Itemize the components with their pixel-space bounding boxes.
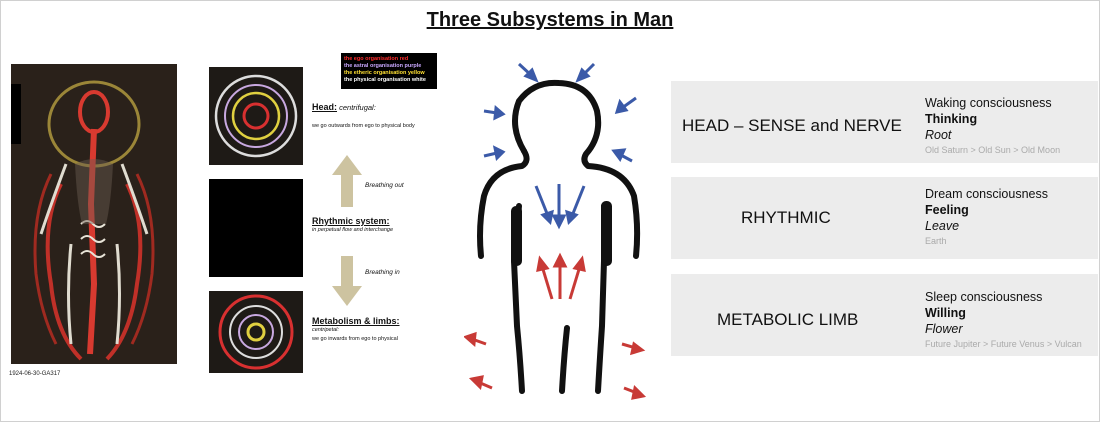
figure-drawing-image [11, 64, 177, 364]
metabolic-note: Metabolism & limbs: centripetal: we go i… [312, 317, 462, 344]
breathing-out-label: Breathing out [365, 182, 404, 189]
panel-metabolic-info: Sleep consciousness Willing Flower Futur… [925, 289, 1082, 351]
panel-metabolic-activity: Willing [925, 306, 966, 320]
rhythmic-description: in perpetual flow and interchange [312, 227, 394, 233]
head-qualifier: centrifugal: [339, 103, 376, 112]
panel-metabolic-plant: Flower [925, 322, 963, 336]
panel-head-name: HEAD – SENSE and NERVE [682, 116, 902, 135]
hands [511, 201, 612, 266]
panel-head-info: Waking consciousness Thinking Root Old S… [925, 95, 1060, 157]
panel-rhythmic-consciousness: Dream consciousness [925, 187, 1048, 201]
legend-line-physical: the physical organisation white [344, 77, 426, 83]
rhythmic-note: Rhythmic system: in perpetual flow and i… [312, 217, 462, 235]
panel-rhythmic-info: Dream consciousness Feeling Leave Earth [925, 186, 1048, 248]
panel-metabolic-name: METABOLIC LIMB [717, 310, 859, 329]
legend-line-astral: the astral organisation purple [344, 63, 422, 69]
panel-head: HEAD – SENSE and NERVE Waking consciousn… [671, 81, 1098, 163]
head-drawing [209, 67, 303, 165]
metabolic-drawing [209, 291, 303, 373]
panel-head-consciousness: Waking consciousness [925, 96, 1052, 110]
metabolic-description: we go inwards from ego to physical [312, 336, 398, 342]
panel-head-activity: Thinking [925, 112, 978, 126]
metabolic-qualifier: centripetal: [312, 327, 339, 333]
head-description: we go outwards from ego to physical body [312, 123, 415, 129]
rhythmic-heading: Rhythmic system: [312, 216, 390, 226]
legend-line-etheric: the etheric organisation yellow [344, 70, 425, 76]
head-note: Head: centrifugal: we go outwards from e… [312, 103, 462, 131]
breathing-in-arrow-icon [332, 256, 362, 306]
head-heading: Head: [312, 102, 338, 112]
panel-metabolic-consciousness: Sleep consciousness [925, 290, 1043, 304]
panel-rhythmic-evolution: Earth [925, 236, 947, 246]
body-outline [477, 79, 641, 394]
panel-metabolic: METABOLIC LIMB Sleep consciousness Willi… [671, 274, 1098, 356]
breathing-out-arrow-icon [332, 155, 362, 207]
panel-head-evolution: Old Saturn > Old Sun > Old Moon [925, 145, 1061, 155]
human-silhouette-diagram [464, 62, 647, 400]
panel-rhythmic-name: RHYTHMIC [741, 208, 831, 227]
breathing-in-label: Breathing in [365, 269, 400, 276]
outward-arrows [464, 252, 647, 400]
panel-rhythmic-activity: Feeling [925, 203, 969, 217]
inward-arrows [483, 62, 637, 230]
panel-metabolic-evolution: Future Jupiter > Future Venus > Vulcan [925, 339, 1082, 349]
panel-rhythmic: RHYTHMIC Dream consciousness Feeling Lea… [671, 177, 1098, 259]
page-title: Three Subsystems in Man [426, 9, 674, 31]
rhythmic-drawing [209, 179, 303, 277]
color-legend: the ego organisation red the astral orga… [341, 53, 437, 89]
metabolic-heading: Metabolism & limbs: [312, 316, 400, 326]
panel-head-plant: Root [925, 128, 952, 142]
figure-caption: 1924-06-30-GA317 [9, 371, 61, 377]
head-spiral-image [209, 67, 303, 165]
figure-drawing [11, 64, 177, 364]
legend-line-ego: the ego organisation red [344, 56, 409, 62]
metabolic-spiral-image [209, 291, 303, 373]
panel-rhythmic-plant: Leave [925, 219, 960, 233]
